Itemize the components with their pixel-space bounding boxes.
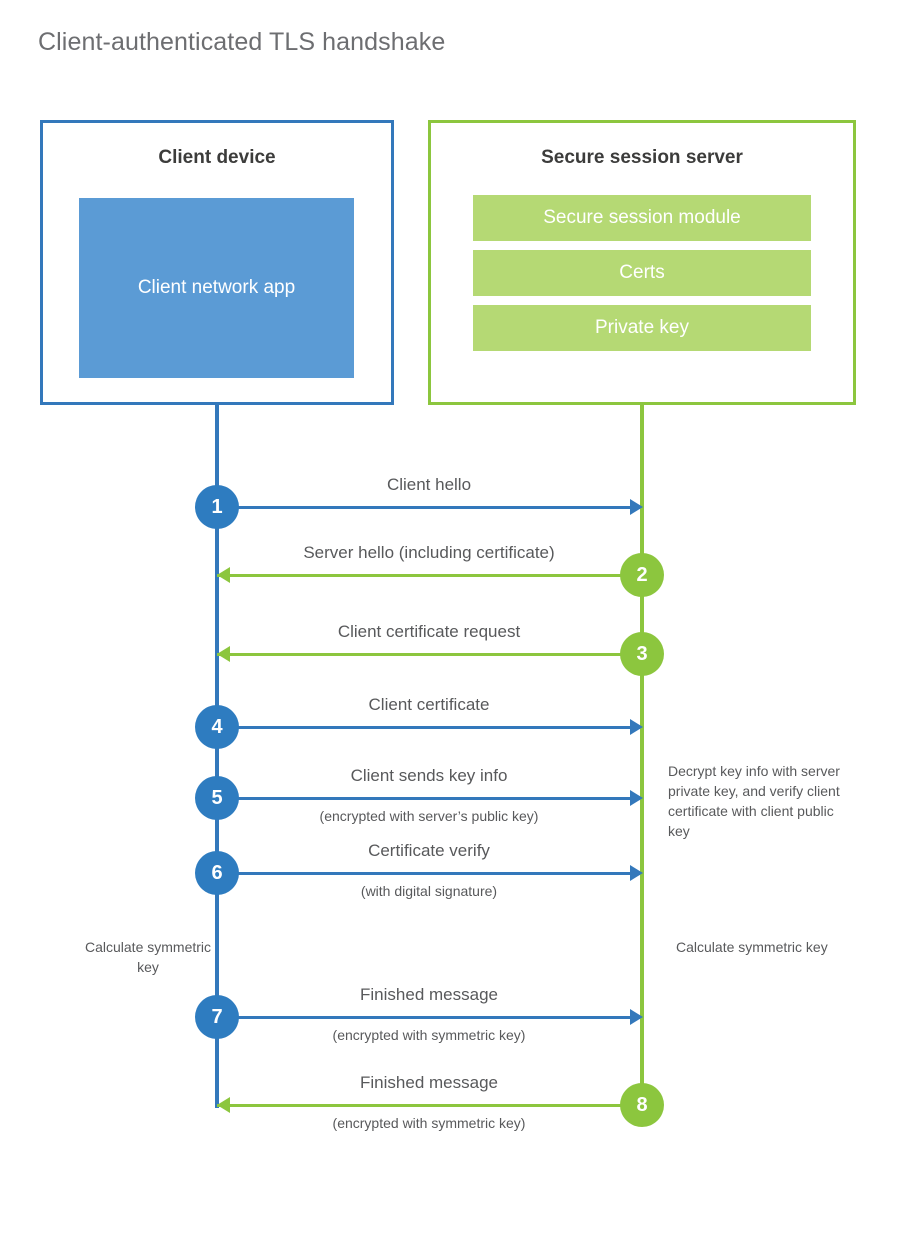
step-7-label: Finished message [360,985,498,1004]
server-decrypt-annotation: Decrypt key info with server private key… [668,763,840,839]
client-lifeline [215,405,219,1108]
step-8-arrow-head-icon [217,1097,230,1113]
step-1-label: Client hello [386,475,472,494]
step-2-arrow-head-icon [217,567,230,583]
step-8-sublabel: (encrypted with symmetric key) [332,1115,526,1131]
client-calculate-symmetric-key-annotation: Calculate symmetric key [84,939,212,975]
step-3-arrow-head-icon [217,646,230,662]
step-4-arrow-head-icon [630,719,643,735]
step-2-arrow-line [217,574,640,577]
page-title: Client-authenticated TLS handshake [38,28,446,56]
step-5-badge: 5 [195,776,239,820]
step-2-label: Server hello (including certificate) [303,543,555,562]
step-1-arrow-head-icon [630,499,643,515]
step-3-label: Client certificate request [337,622,521,641]
secure-session-server-box: Secure session server Secure session mod… [428,120,856,405]
step-7-sublabel: (encrypted with symmetric key) [332,1027,526,1043]
step-5-arrow-head-icon [630,790,643,806]
step-5-label: Client sends key info [350,766,508,785]
step-5-arrow-line [217,797,640,800]
step-6-badge: 6 [195,851,239,895]
step-3-badge: 3 [620,632,664,676]
step-7-arrow-head-icon [630,1009,643,1025]
step-7-arrow-line [217,1016,640,1019]
step-7-badge: 7 [195,995,239,1039]
step-8-arrow-line [217,1104,640,1107]
step-4-label: Client certificate [368,695,490,714]
step-6-sublabel: (with digital signature) [360,883,498,899]
step-6-label: Certificate verify [368,841,490,860]
step-8-label: Finished message [360,1073,498,1092]
step-5-sublabel: (encrypted with server’s public key) [319,808,539,824]
step-8-badge: 8 [620,1083,664,1127]
client-network-app-block: Client network app [79,198,354,378]
server-module-private-key: Private key [473,305,811,351]
server-calculate-symmetric-key-annotation: Calculate symmetric key [676,939,828,955]
server-module-certs: Certs [473,250,811,296]
secure-session-server-title: Secure session server [541,147,743,168]
step-1-badge: 1 [195,485,239,529]
step-4-badge: 4 [195,705,239,749]
server-lifeline [640,405,644,1105]
step-1-arrow-line [217,506,640,509]
step-4-arrow-line [217,726,640,729]
step-3-arrow-line [217,653,640,656]
server-module-list: Secure session module Certs Private key [473,195,811,360]
server-module-secure-session-module: Secure session module [473,195,811,241]
step-6-arrow-head-icon [630,865,643,881]
step-2-badge: 2 [620,553,664,597]
step-6-arrow-line [217,872,640,875]
client-device-box: Client device Client network app [40,120,394,405]
client-device-title: Client device [158,147,276,168]
